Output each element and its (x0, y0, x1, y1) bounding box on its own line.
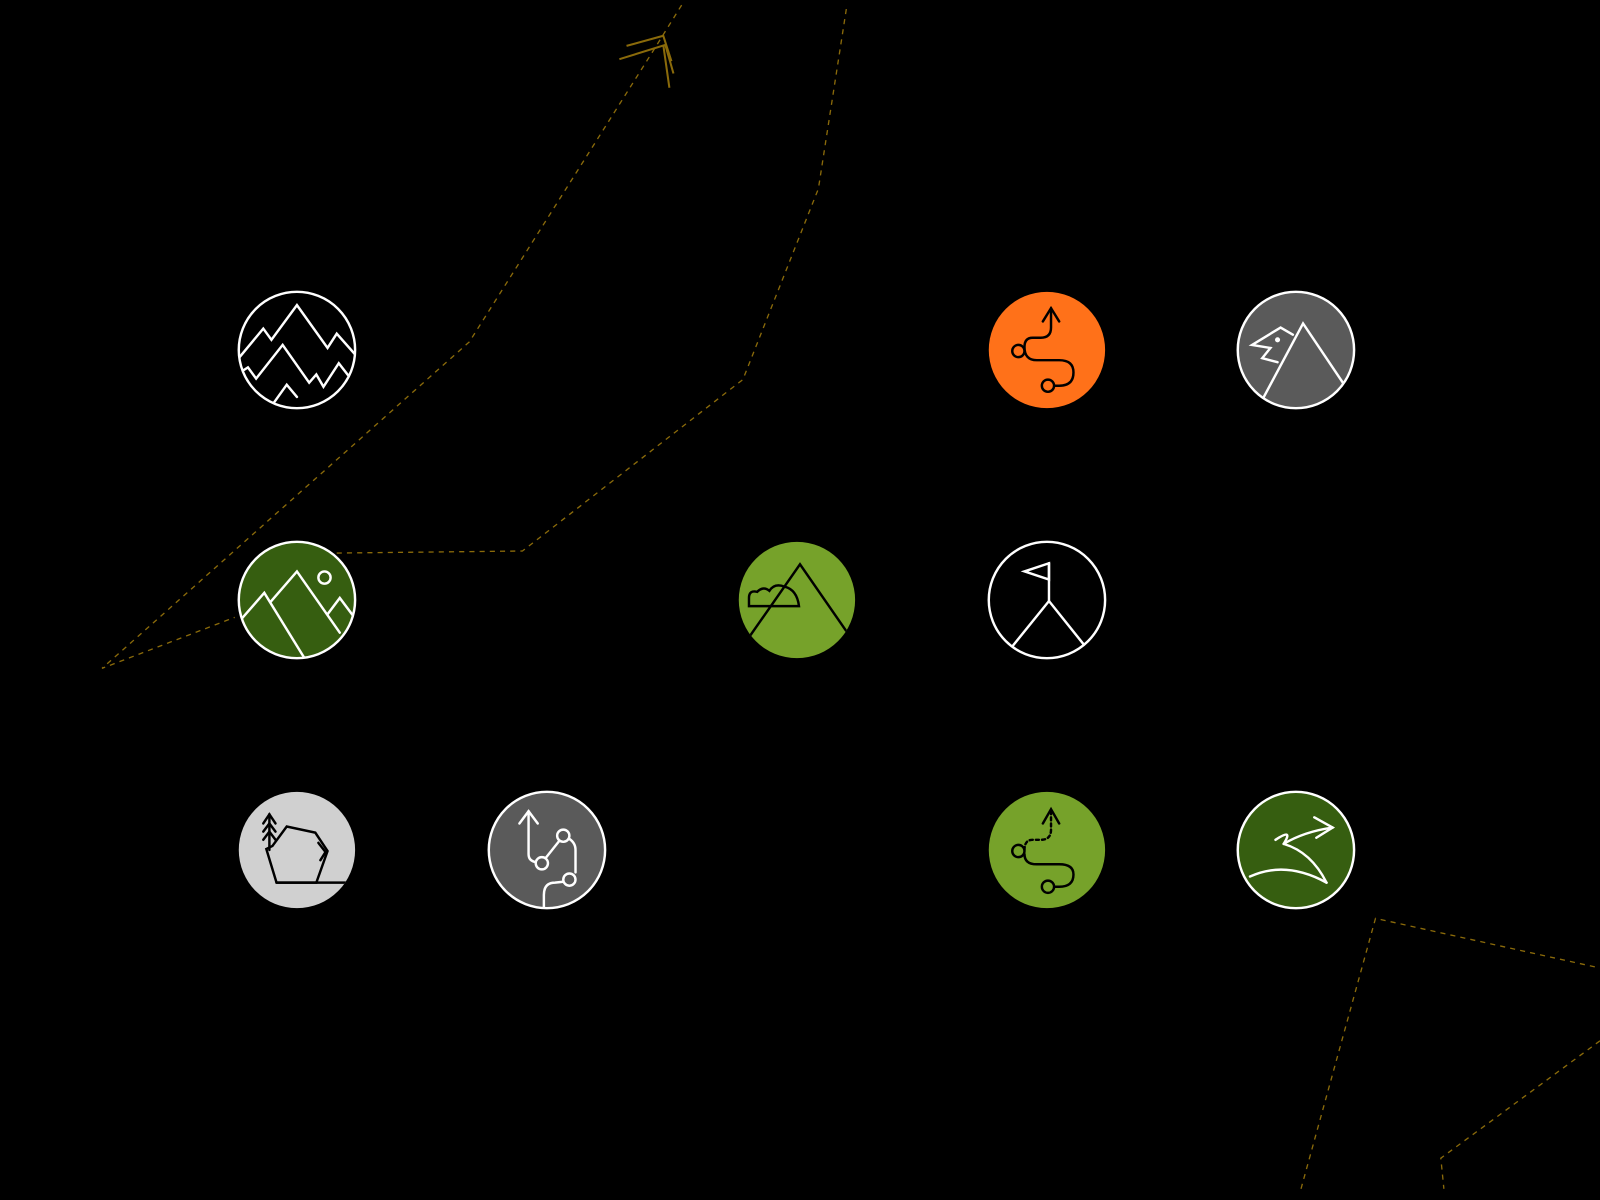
boulder-tree-icon[interactable] (238, 791, 358, 909)
trail-line-middle (336, 5, 848, 554)
dotted-route-icon[interactable] (988, 791, 1106, 909)
mountain-creature-icon[interactable] (1236, 290, 1356, 413)
trail-line-bottom-corner (1440, 1040, 1600, 1189)
mountains-moon-icon[interactable] (236, 540, 358, 660)
trail-arrowhead-icon (619, 34, 675, 88)
mountain-range-icon[interactable] (234, 290, 361, 413)
mountain-cloud-icon[interactable] (738, 541, 856, 659)
trail-lines (101, 4, 1600, 1189)
route-arrow-icon[interactable] (988, 291, 1106, 409)
summit-flag-icon[interactable] (987, 540, 1107, 660)
trail-line-bottom-right (1300, 917, 1598, 1189)
trail-line-left (101, 4, 683, 669)
route-nodes-icon[interactable] (487, 790, 607, 913)
curved-arrow-icon[interactable] (1236, 790, 1356, 910)
